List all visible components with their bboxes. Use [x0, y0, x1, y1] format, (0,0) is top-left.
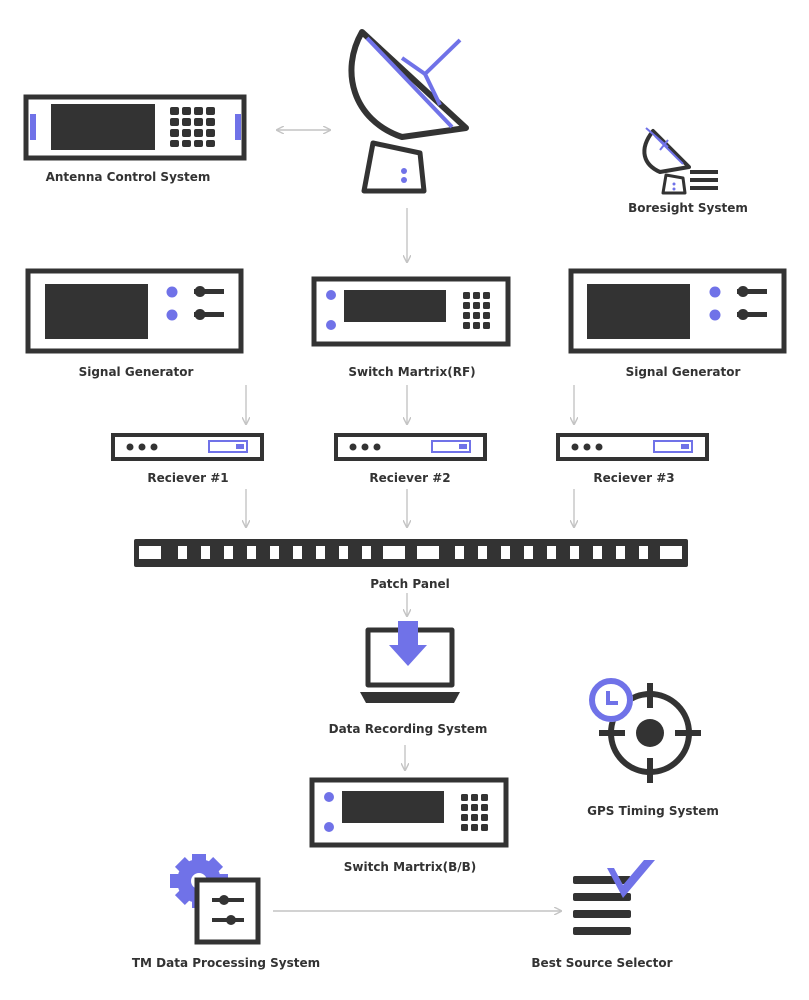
node-label: Reciever #1	[147, 471, 228, 485]
checklist-icon	[573, 860, 655, 935]
node-antenna-control[interactable]: Antenna Control System	[23, 94, 247, 184]
node-tm-processing[interactable]: TM Data Processing System	[132, 854, 320, 970]
node-best-source[interactable]: Best Source Selector	[531, 860, 673, 970]
gear-sliders-icon	[170, 854, 261, 945]
node-label: Antenna Control System	[46, 170, 211, 184]
node-receiver-3[interactable]: Reciever #3	[556, 433, 709, 485]
node-receiver-1[interactable]: Reciever #1	[111, 433, 264, 485]
signal-generator-icon	[568, 268, 787, 354]
receiver-icon	[111, 433, 264, 461]
boresight-dish-icon	[642, 127, 718, 195]
node-data-recording[interactable]: Data Recording System	[329, 621, 488, 736]
node-antenna[interactable]	[348, 29, 469, 194]
node-patch-panel[interactable]: Patch Panel	[134, 539, 688, 591]
node-signal-generator-right[interactable]: Signal Generator	[568, 268, 787, 379]
node-switch-matrix-rf[interactable]: Switch Martrix(RF)	[311, 276, 511, 379]
node-signal-generator-left[interactable]: Signal Generator	[25, 268, 244, 379]
node-label: Best Source Selector	[531, 956, 672, 970]
switch-matrix-icon	[311, 276, 511, 347]
connectors	[246, 130, 574, 911]
satellite-dish-icon	[348, 29, 469, 194]
node-label: Data Recording System	[329, 722, 488, 736]
receiver-icon	[556, 433, 709, 461]
switch-matrix-icon	[309, 777, 509, 848]
node-label: GPS Timing System	[587, 804, 719, 818]
node-label: Patch Panel	[370, 577, 450, 591]
node-gps-timing[interactable]: GPS Timing System	[587, 678, 719, 818]
node-label: Signal Generator	[79, 365, 194, 379]
laptop-download-icon	[360, 621, 460, 703]
node-label: Reciever #3	[593, 471, 674, 485]
crosshair-clock-icon	[589, 678, 701, 783]
node-label: Reciever #2	[369, 471, 450, 485]
node-switch-matrix-bb[interactable]: Switch Martrix(B/B)	[309, 777, 509, 874]
node-label: Boresight System	[628, 201, 748, 215]
rack-device-icon	[23, 94, 247, 161]
node-label: TM Data Processing System	[132, 956, 320, 970]
node-label: Switch Martrix(RF)	[348, 365, 475, 379]
signal-generator-icon	[25, 268, 244, 354]
receiver-icon	[334, 433, 487, 461]
patch-panel-icon	[134, 539, 688, 567]
node-receiver-2[interactable]: Reciever #2	[334, 433, 487, 485]
node-label: Switch Martrix(B/B)	[344, 860, 477, 874]
node-boresight[interactable]: Boresight System	[628, 127, 748, 215]
node-label: Signal Generator	[626, 365, 741, 379]
